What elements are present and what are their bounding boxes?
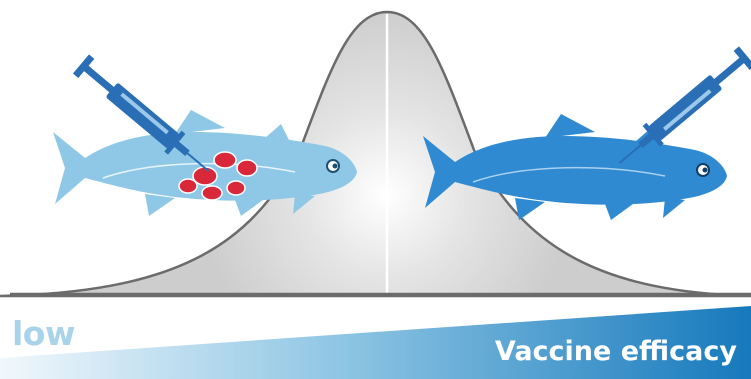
axis-title: Vaccine efficacy (495, 336, 737, 367)
low-label: low (12, 314, 75, 353)
